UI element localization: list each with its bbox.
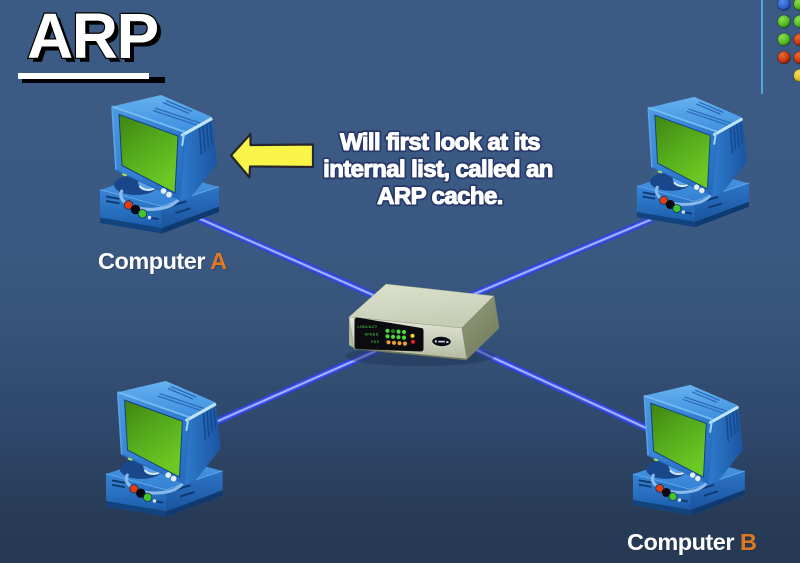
svg-text:Will first look at its: Will first look at its bbox=[340, 129, 540, 156]
svg-text:ARP cache.: ARP cache. bbox=[377, 183, 503, 210]
svg-text:ARP cache.: ARP cache. bbox=[377, 183, 503, 210]
svg-text:Will first look at its: Will first look at its bbox=[340, 129, 540, 156]
svg-text:FDX: FDX bbox=[371, 340, 380, 344]
svg-text:ARP: ARP bbox=[27, 0, 158, 72]
svg-text:Computer B: Computer B bbox=[627, 529, 756, 555]
svg-text:ARP: ARP bbox=[31, 4, 162, 76]
svg-text:Computer A: Computer A bbox=[98, 248, 227, 274]
svg-text:LINK/ACT: LINK/ACT bbox=[358, 325, 378, 329]
svg-text:SPEED: SPEED bbox=[365, 333, 379, 337]
svg-text:Computer B: Computer B bbox=[628, 530, 757, 556]
svg-text:internal list, called an: internal list, called an bbox=[323, 156, 553, 183]
svg-text:internal list, called an: internal list, called an bbox=[323, 156, 553, 183]
svg-text:Computer A: Computer A bbox=[99, 249, 228, 275]
